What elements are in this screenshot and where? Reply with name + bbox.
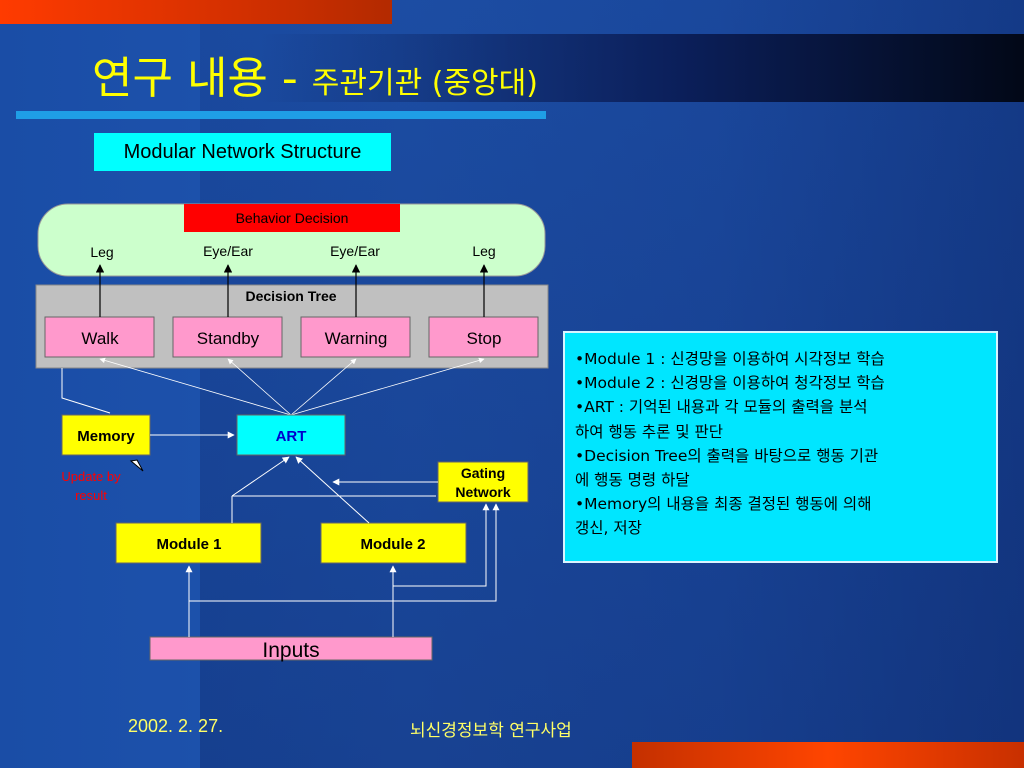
behavior-standby-box <box>172 316 283 358</box>
gating-network-label-2: Network <box>455 484 510 500</box>
arrow-art-to-standby <box>227 358 292 416</box>
section-label: Modular Network Structure <box>94 133 391 171</box>
behavior-decision-label-box <box>184 204 400 232</box>
line-inputs-to-gating-1 <box>189 503 500 602</box>
slide-title-main: 연구 내용 - <box>92 53 312 104</box>
info-line-7: •Memory의 내용을 최종 결정된 행동에 의해 <box>575 495 872 514</box>
info-box: •Module 1 : 신경망을 이용하여 시각정보 학습 •Module 2 … <box>563 331 998 563</box>
art-label: ART <box>276 428 307 445</box>
bottom-accent-bar <box>632 742 1024 768</box>
update-note-line-2: result <box>75 488 107 503</box>
arrow-art-to-stop <box>290 357 485 416</box>
footer-organization: 뇌신경정보학 연구사업 <box>410 721 572 741</box>
update-note-line-1: Update by <box>61 469 121 484</box>
inputs-box <box>149 636 433 661</box>
art-box <box>236 414 346 456</box>
behavior-warning-box <box>300 316 411 358</box>
module2-box <box>320 522 467 564</box>
output-label-3: Eye/Ear <box>330 243 380 259</box>
info-line-3: •ART : 기억된 내용과 각 모듈의 출력을 분석 <box>575 398 868 417</box>
behavior-warning-label: Warning <box>325 329 388 348</box>
footer-date: 2002. 2. 27. <box>128 716 224 736</box>
memory-box <box>61 414 151 456</box>
arrow-module2-to-art <box>295 456 370 524</box>
info-line-8: 갱신, 저장 <box>575 519 642 538</box>
title-band <box>260 34 1024 102</box>
behavior-stop-label: Stop <box>467 329 502 348</box>
info-line-2: •Module 2 : 신경망을 이용하여 청각정보 학습 <box>575 374 885 393</box>
update-note-pointer <box>129 459 144 472</box>
title-underline <box>16 111 546 119</box>
slide-title: 연구 내용 - 주관기관 (중앙대) <box>92 42 538 106</box>
module2-label: Module 2 <box>360 536 425 553</box>
top-accent-bar <box>0 0 392 24</box>
feedback-line-to-memory <box>61 368 111 414</box>
gating-network-label-1: Gating <box>461 465 505 481</box>
output-label-4: Leg <box>472 243 495 259</box>
behavior-walk-label: Walk <box>81 329 119 348</box>
behavior-walk-box <box>44 316 155 358</box>
decision-tree-label: Decision Tree <box>245 288 336 304</box>
slide-title-sub: 주관기관 (중앙대) <box>311 66 538 101</box>
output-label-2: Eye/Ear <box>203 243 253 259</box>
module1-box <box>115 522 262 564</box>
module1-label: Module 1 <box>156 536 221 553</box>
line-inputs-to-gating-2 <box>393 503 490 587</box>
info-line-6: 에 행동 명령 하달 <box>575 471 690 490</box>
info-line-1: •Module 1 : 신경망을 이용하여 시각정보 학습 <box>575 350 885 368</box>
info-line-4: 하여 행동 추론 및 판단 <box>575 422 724 441</box>
behavior-stop-box <box>428 316 539 358</box>
behavior-decision-label: Behavior Decision <box>236 210 349 226</box>
gating-network-box <box>437 461 529 503</box>
output-label-1: Leg <box>90 244 113 260</box>
arrow-art-to-warning <box>290 358 357 416</box>
info-line-5: •Decision Tree의 출력을 바탕으로 행동 기관 <box>575 446 879 465</box>
behavior-standby-label: Standby <box>197 329 260 348</box>
arrow-module1-to-art <box>231 456 290 497</box>
arrow-art-to-walk <box>99 357 292 416</box>
inputs-label: Inputs <box>262 639 319 662</box>
memory-label: Memory <box>77 428 135 445</box>
